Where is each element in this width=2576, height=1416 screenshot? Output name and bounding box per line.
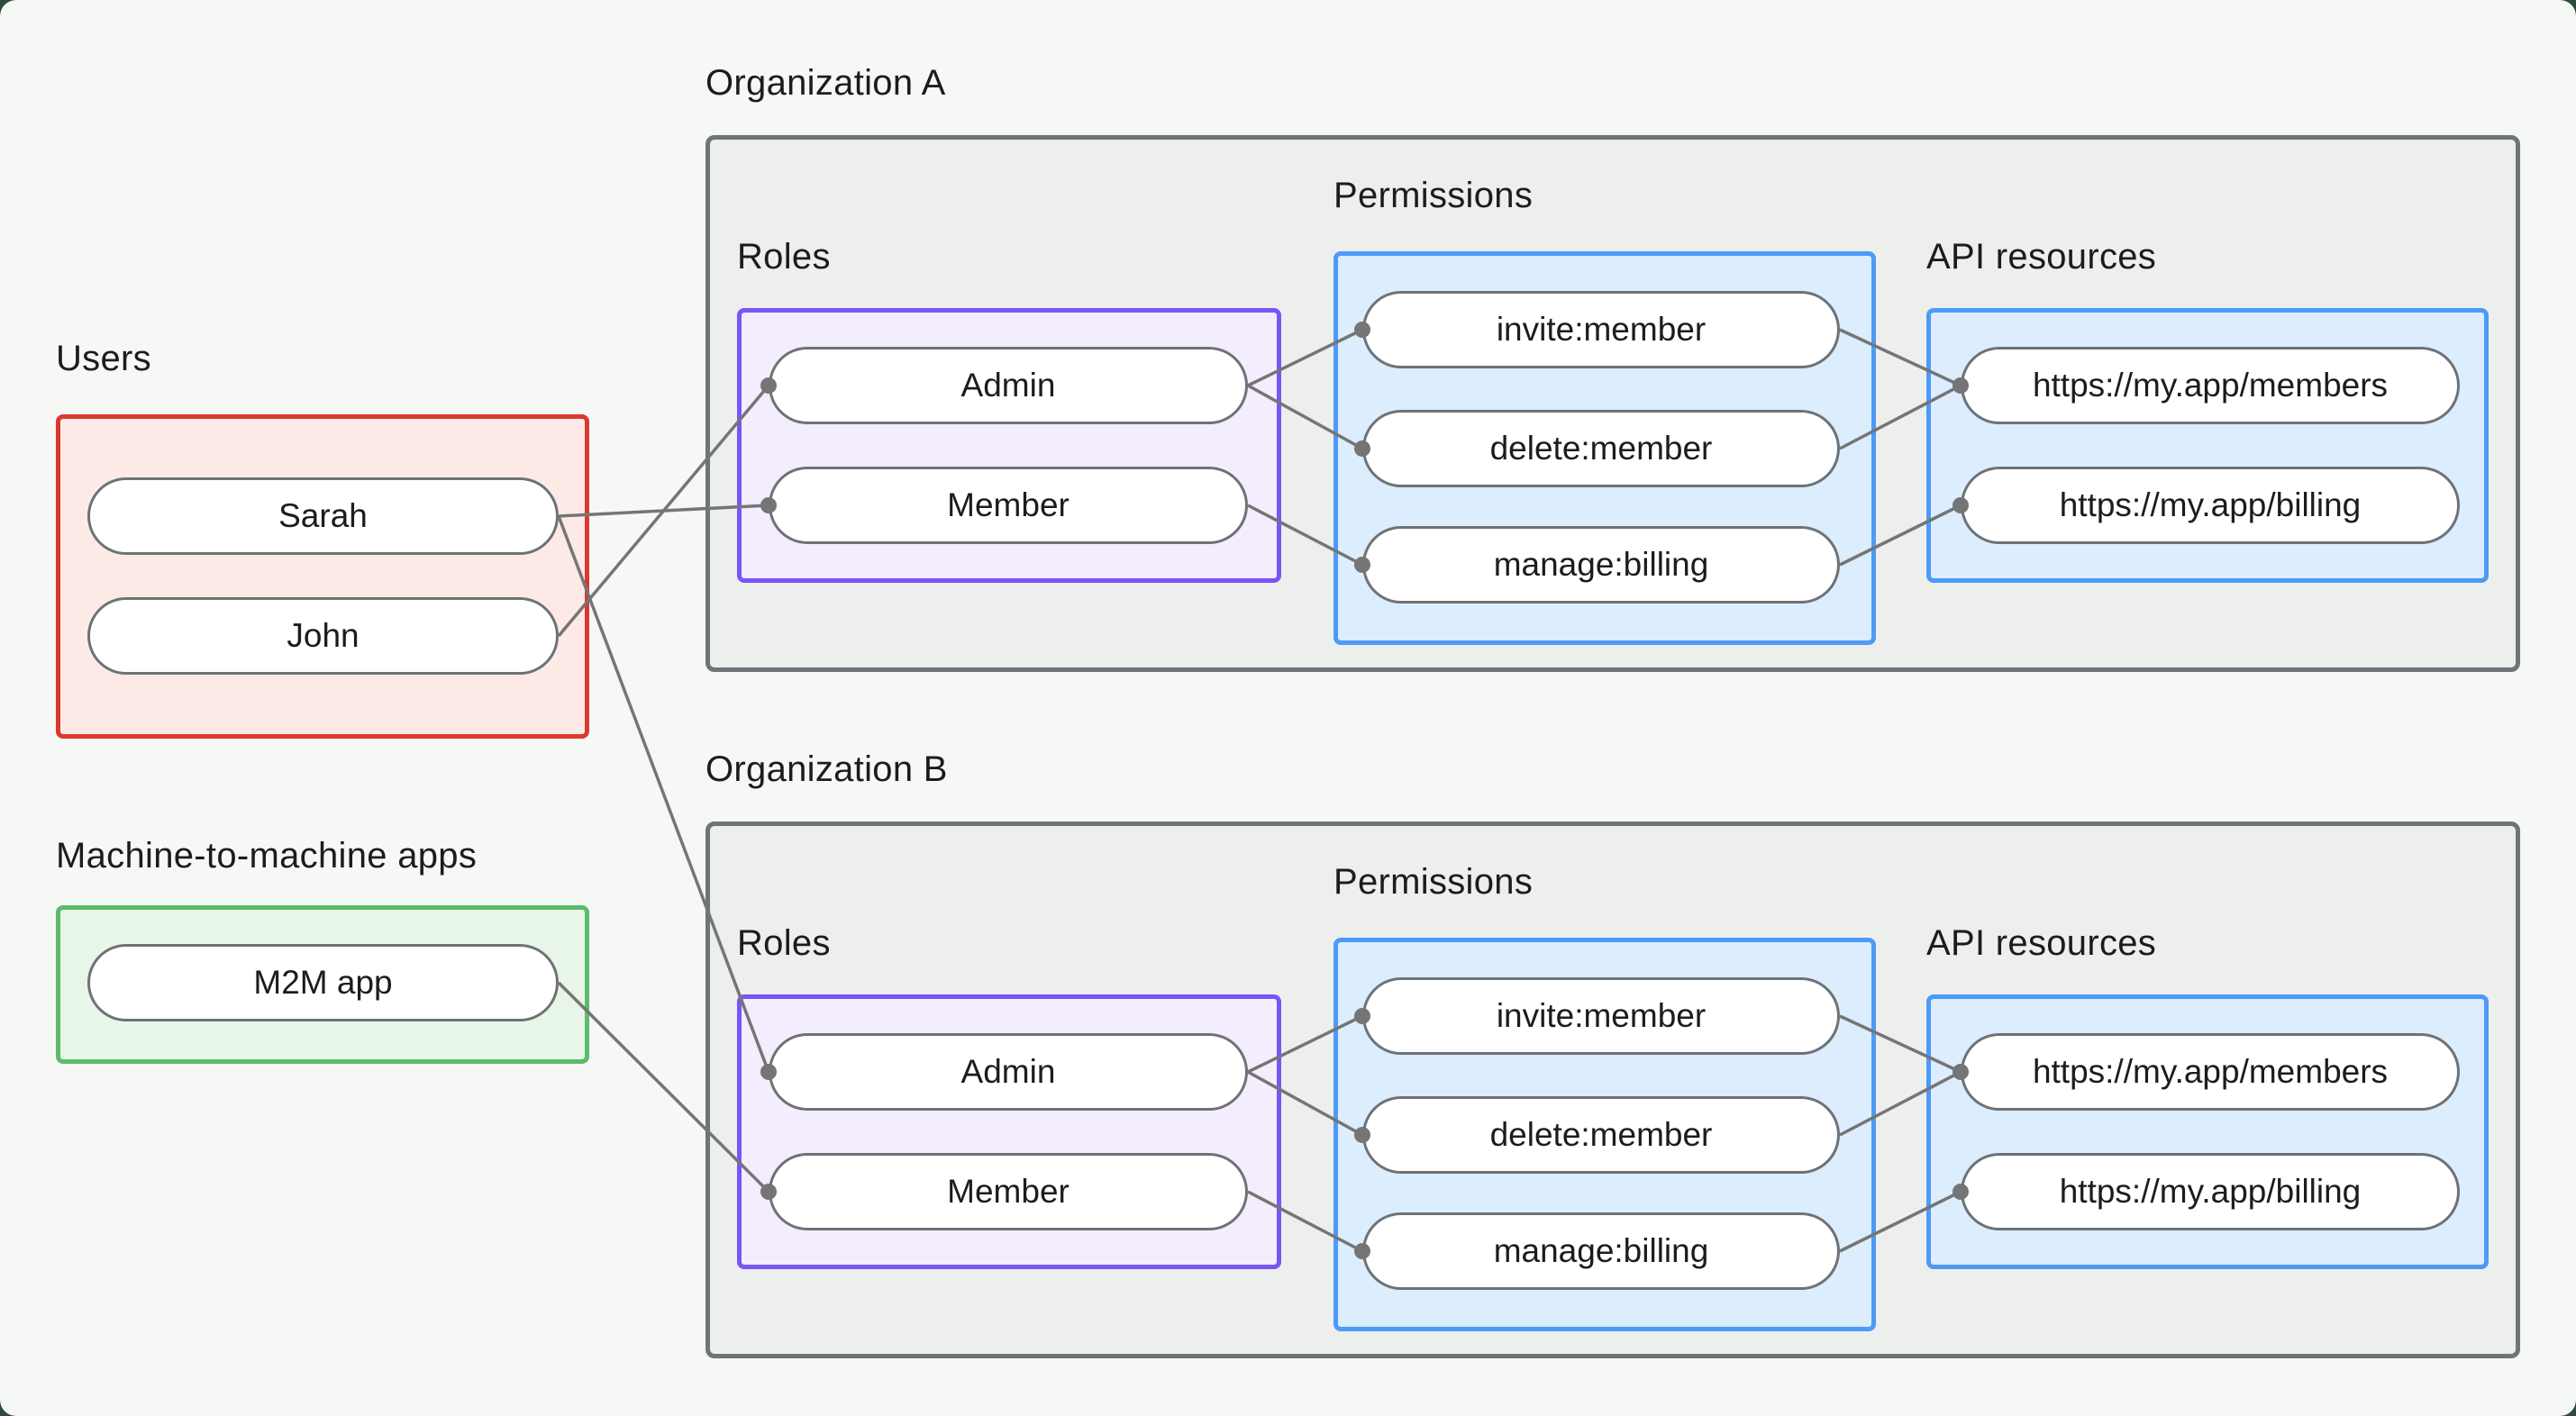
node-org-b-api-billing: https://my.app/billing xyxy=(1961,1153,2460,1230)
node-org-a-api-members: https://my.app/members xyxy=(1961,347,2460,424)
node-label: John xyxy=(287,617,360,654)
node-label: manage:billing xyxy=(1493,1232,1709,1269)
node-org-a-perm-delete-member: delete:member xyxy=(1362,410,1840,487)
node-org-b-perm-manage-billing: manage:billing xyxy=(1362,1212,1840,1290)
node-org-a-role-member: Member xyxy=(769,467,1248,544)
node-label: Member xyxy=(947,486,1070,523)
org-a-permissions-label: Permissions xyxy=(1334,176,1534,215)
node-org-b-api-members: https://my.app/members xyxy=(1961,1033,2460,1111)
m2m-group-label: Machine-to-machine apps xyxy=(56,836,478,876)
org-b-permissions-label: Permissions xyxy=(1334,862,1534,902)
node-label: Admin xyxy=(960,1053,1056,1090)
node-label: manage:billing xyxy=(1493,546,1709,583)
node-label: delete:member xyxy=(1489,1116,1713,1153)
node-label: Sarah xyxy=(278,497,368,534)
org-b-roles-box: Admin Member xyxy=(737,994,1281,1269)
node-org-a-role-admin: Admin xyxy=(769,347,1248,424)
node-label: https://my.app/billing xyxy=(2059,486,2362,523)
m2m-group-box: M2M app xyxy=(56,905,589,1064)
users-group-box: Sarah John xyxy=(56,414,589,739)
org-a-api-box: https://my.app/members https://my.app/bi… xyxy=(1926,308,2489,583)
node-label: delete:member xyxy=(1489,430,1713,467)
org-b-permissions-box: invite:member delete:member manage:billi… xyxy=(1334,938,1876,1331)
node-org-b-role-member: Member xyxy=(769,1153,1248,1230)
node-user-sarah: Sarah xyxy=(87,477,559,555)
node-org-b-perm-delete-member: delete:member xyxy=(1362,1096,1840,1174)
node-label: https://my.app/members xyxy=(2032,367,2389,404)
node-m2m-app: M2M app xyxy=(87,944,559,1021)
node-label: https://my.app/billing xyxy=(2059,1173,2362,1210)
node-label: invite:member xyxy=(1496,311,1707,348)
org-a-permissions-box: invite:member delete:member manage:billi… xyxy=(1334,251,1876,645)
node-org-a-perm-invite-member: invite:member xyxy=(1362,291,1840,368)
node-org-a-api-billing: https://my.app/billing xyxy=(1961,467,2460,544)
node-label: Member xyxy=(947,1173,1070,1210)
node-org-b-perm-invite-member: invite:member xyxy=(1362,977,1840,1055)
node-label: Admin xyxy=(960,367,1056,404)
org-b-title: Organization B xyxy=(705,749,948,789)
node-org-b-role-admin: Admin xyxy=(769,1033,1248,1111)
users-group-label: Users xyxy=(56,339,151,378)
org-b-box: Roles Admin Member Permissions invite:me… xyxy=(705,821,2520,1358)
org-a-title: Organization A xyxy=(705,63,946,103)
org-a-api-label: API resources xyxy=(1926,237,2157,277)
org-a-roles-label: Roles xyxy=(737,237,831,277)
org-a-box: Roles Admin Member Permissions invite:me… xyxy=(705,135,2520,672)
org-a-roles-box: Admin Member xyxy=(737,308,1281,583)
node-label: https://my.app/members xyxy=(2032,1053,2389,1090)
org-b-roles-label: Roles xyxy=(737,923,831,963)
node-label: invite:member xyxy=(1496,997,1707,1034)
org-b-api-label: API resources xyxy=(1926,923,2157,963)
node-org-a-perm-manage-billing: manage:billing xyxy=(1362,526,1840,604)
node-user-john: John xyxy=(87,597,559,675)
node-label: M2M app xyxy=(253,964,393,1001)
org-b-api-box: https://my.app/members https://my.app/bi… xyxy=(1926,994,2489,1269)
